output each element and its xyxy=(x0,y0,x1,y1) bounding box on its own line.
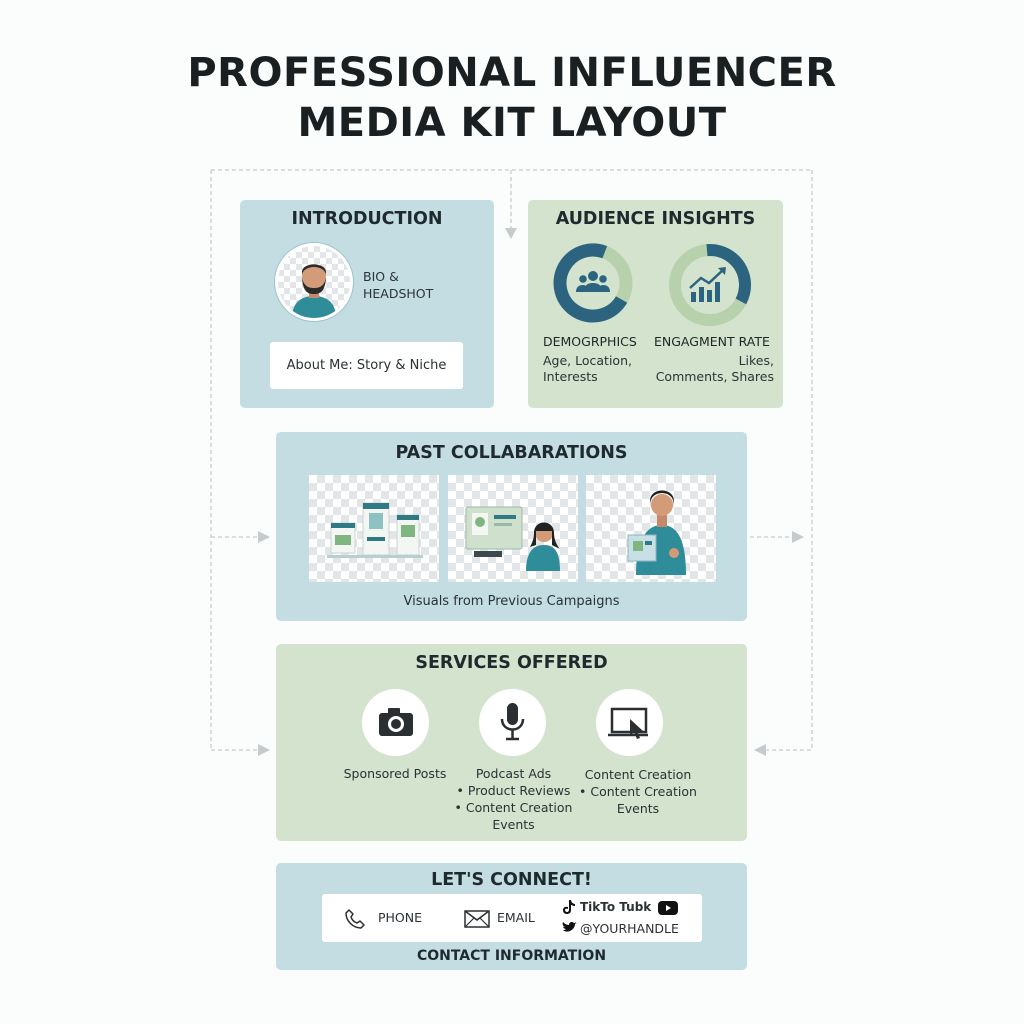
demographics-donut xyxy=(553,243,633,323)
past-collaborations-panel: PAST COLLABARATIONS xyxy=(276,432,747,621)
engagement-line-2: Comments, Shares xyxy=(655,369,774,384)
campaign-thumbnail-2[interactable] xyxy=(448,475,578,582)
arrow-left-icon xyxy=(754,744,766,756)
arrow-right-icon xyxy=(792,531,804,543)
email-icon xyxy=(464,910,490,928)
tiktok-icon xyxy=(563,900,575,914)
service-line: Events xyxy=(616,801,660,816)
demographics-label: DEMOGRPHICS xyxy=(543,334,637,349)
presenter-illustration xyxy=(465,506,560,571)
creator-illustration xyxy=(627,490,686,575)
microphone-icon xyxy=(500,703,525,741)
people-icon xyxy=(576,271,610,292)
service-line: Content Creation xyxy=(584,767,692,782)
contact-information-label: CONTACT INFORMATION xyxy=(416,948,607,964)
phone-link[interactable]: PHONE xyxy=(378,910,423,925)
page-title: PROFESSIONAL INFLUENCER MEDIA KIT LAYOUT xyxy=(0,48,1024,148)
title-line-2: MEDIA KIT LAYOUT xyxy=(297,100,727,146)
bio-headshot-label: BIO & HEADSHOT xyxy=(363,268,433,302)
screen-cursor-icon xyxy=(608,707,648,739)
engagement-line-1: Likes, xyxy=(738,353,774,368)
collaborations-caption: Visuals from Previous Campaigns xyxy=(403,594,620,609)
service-line: Sponsored Posts xyxy=(343,766,447,781)
services-heading: SERVICES OFFERED xyxy=(415,653,608,673)
youtube-icon xyxy=(658,901,678,915)
service-content-creation[interactable] xyxy=(596,689,663,756)
service-line: Podcast Ads xyxy=(475,766,552,781)
service-sponsored-posts[interactable] xyxy=(362,689,429,756)
service-line: • Content Creation xyxy=(579,784,697,799)
connect-heading: LET'S CONNECT! xyxy=(431,870,592,890)
audience-heading: AUDIENCE INSIGHTS xyxy=(555,209,756,229)
engagement-details: Likes, Comments, Shares xyxy=(654,353,774,385)
email-link[interactable]: EMAIL xyxy=(497,910,535,925)
campaign-thumbnail-1[interactable] xyxy=(309,475,439,582)
engagement-donut xyxy=(669,244,751,326)
audience-insights-panel: AUDIENCE INSIGHTS DEMOGRPHICS Age, Locat… xyxy=(528,200,783,408)
arrow-right-icon xyxy=(258,531,270,543)
connect-panel: LET'S CONNECT! PHONE EMAIL TikTo Tubk @Y… xyxy=(276,863,747,970)
headshot-avatar xyxy=(275,243,353,321)
service-line: • Product Reviews xyxy=(456,783,571,798)
bio-line-1: BIO & xyxy=(363,269,399,284)
camera-icon xyxy=(379,708,413,736)
campaign-thumbnail-3[interactable] xyxy=(586,475,716,582)
sponsored-posts-text: Sponsored Posts xyxy=(330,765,460,782)
services-offered-panel: SERVICES OFFERED Sponsored Posts Podcast… xyxy=(276,644,747,841)
social-handle[interactable]: @YOURHANDLE xyxy=(580,921,679,936)
social-platforms[interactable]: TikTo Tubk xyxy=(580,900,652,914)
title-line-1: PROFESSIONAL INFLUENCER xyxy=(187,50,837,96)
demographics-line-1: Age, Location, xyxy=(543,353,632,368)
service-line: • Content Creation xyxy=(454,800,573,815)
demographics-line-2: Interests xyxy=(543,369,598,384)
contact-box: PHONE EMAIL TikTo Tubk @YOURHANDLE xyxy=(322,894,702,942)
bio-line-2: HEADSHOT xyxy=(363,286,434,301)
introduction-heading: INTRODUCTION xyxy=(291,209,443,229)
engagement-label: ENGAGMENT RATE xyxy=(654,334,770,349)
product-display-illustration xyxy=(327,502,423,558)
about-me-box: About Me: Story & Niche xyxy=(270,342,463,389)
service-podcast-ads[interactable] xyxy=(479,689,546,756)
twitter-icon xyxy=(562,921,577,932)
content-creation-text: Content Creation • Content Creation Even… xyxy=(568,766,708,817)
growth-chart-icon xyxy=(689,267,726,302)
arrow-right-icon xyxy=(258,744,270,756)
person-icon xyxy=(278,246,350,318)
introduction-panel: INTRODUCTION BIO & HEADSHOT About Me: St… xyxy=(240,200,494,408)
demographics-details: Age, Location, Interests xyxy=(543,353,632,385)
service-line: Events xyxy=(492,817,535,832)
podcast-ads-text: Podcast Ads • Product Reviews • Content … xyxy=(446,765,581,833)
phone-icon xyxy=(345,909,365,929)
arrow-down-icon xyxy=(505,228,517,239)
collaborations-heading: PAST COLLABARATIONS xyxy=(395,443,628,463)
